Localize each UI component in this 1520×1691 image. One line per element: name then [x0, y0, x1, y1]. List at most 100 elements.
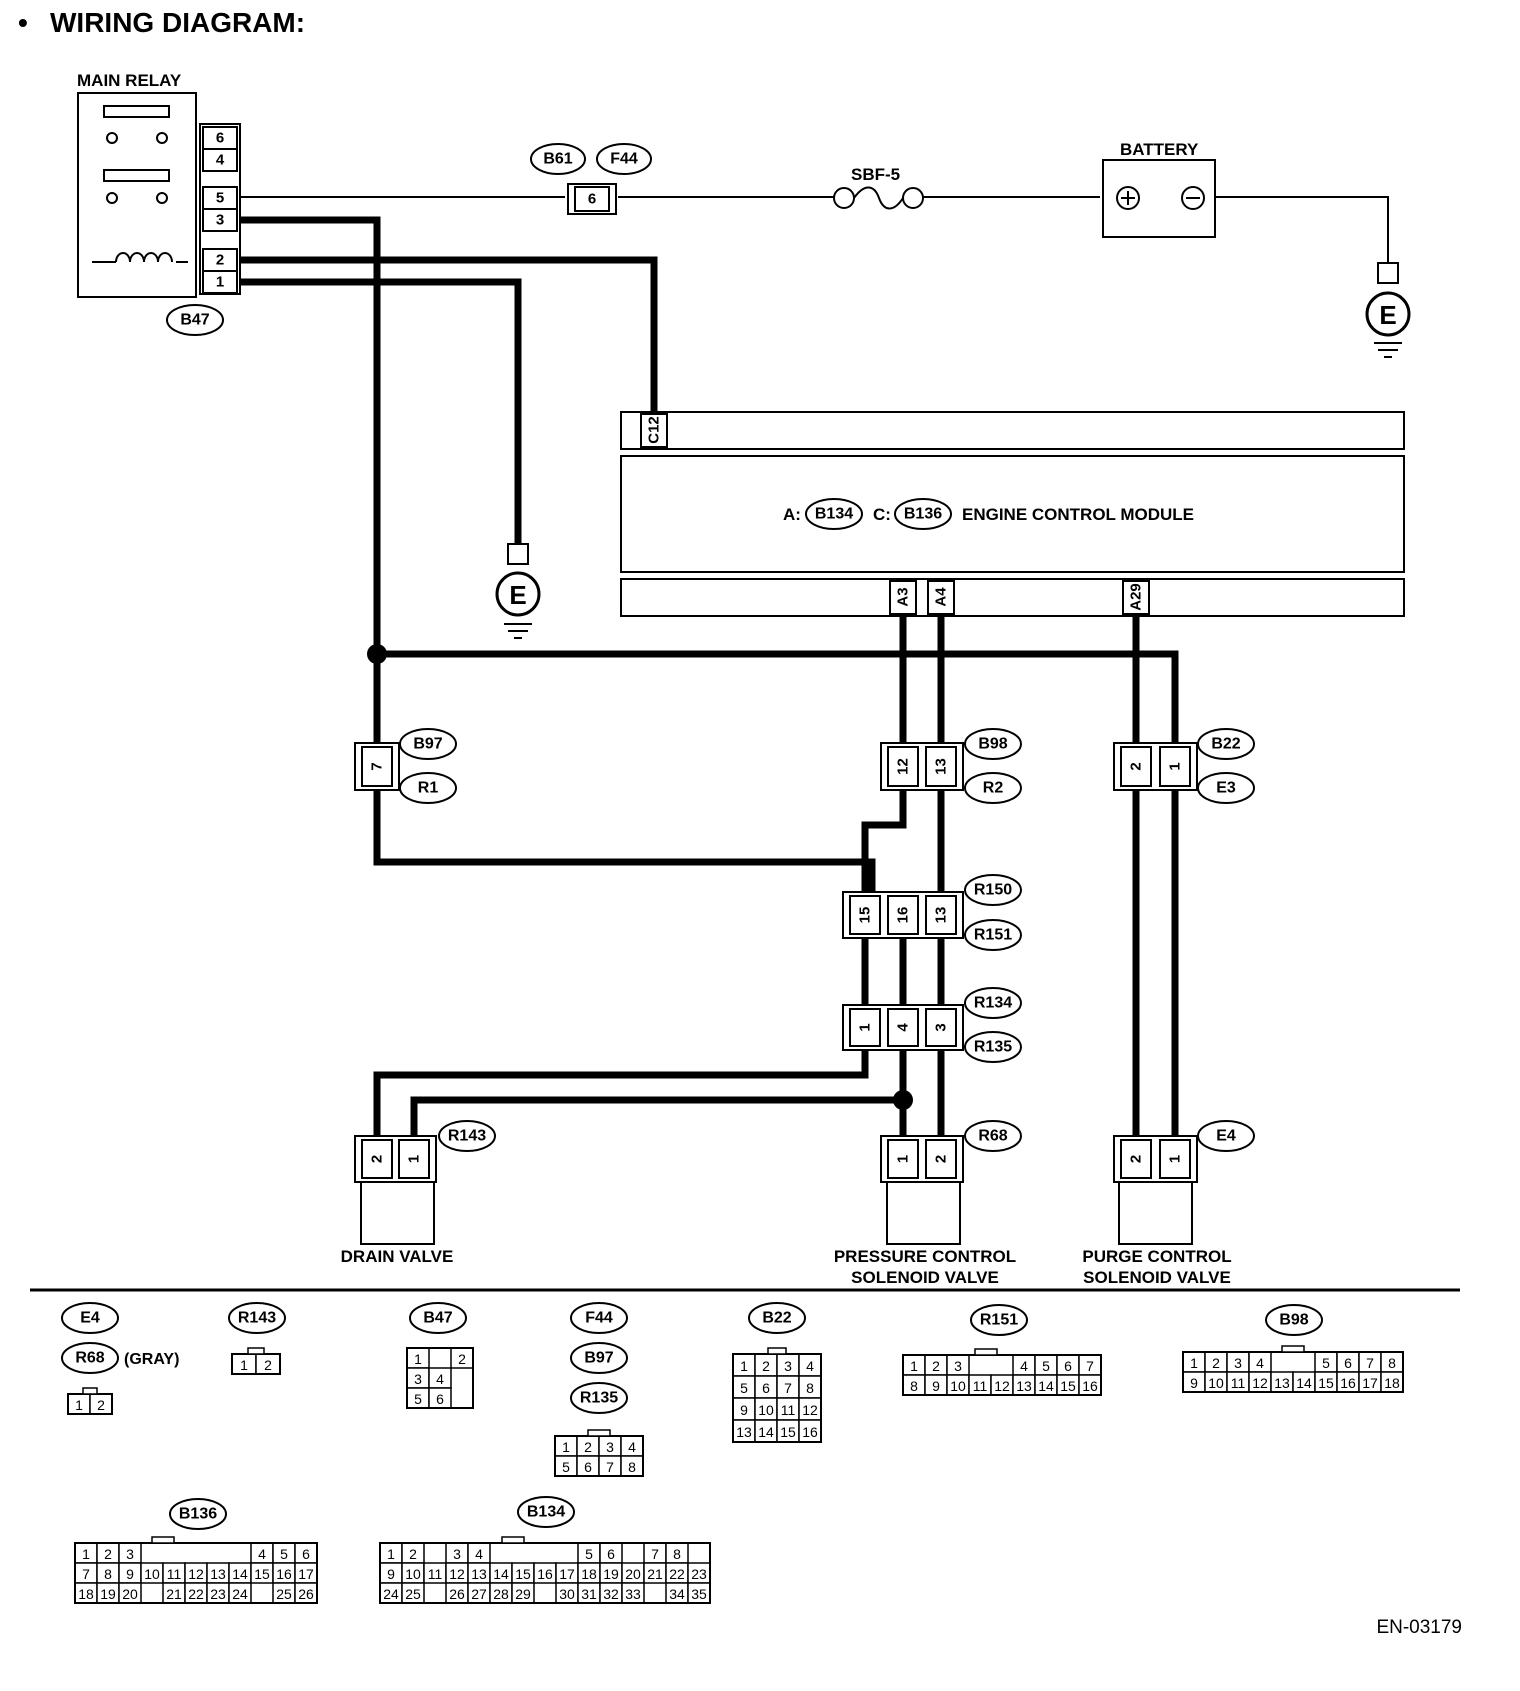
- connector-id: R150: [974, 882, 1012, 899]
- pin-number: 7: [784, 1380, 792, 1396]
- pin-number: 6: [1064, 1358, 1072, 1374]
- ecm-pin-label: A4: [933, 587, 950, 607]
- legend-connector-f44: F44: [570, 1302, 628, 1334]
- connector-id: B98: [978, 736, 1007, 753]
- pin-number: 2: [97, 1397, 105, 1413]
- pin-number: 13: [933, 907, 950, 924]
- pin-number: 1: [240, 1357, 248, 1373]
- pin-number: 6: [302, 1546, 310, 1562]
- pin-number: 7: [82, 1566, 90, 1582]
- purge-control-valve-label: SOLENOID VALVE: [1083, 1268, 1231, 1287]
- thick-wires: [240, 216, 1179, 1136]
- connector-id: R143: [448, 1128, 486, 1145]
- ecm-connector-c: B136: [894, 498, 952, 530]
- pin-number: 20: [122, 1586, 138, 1602]
- connector-r134: R134: [964, 987, 1022, 1019]
- pin-number: 24: [383, 1586, 399, 1602]
- relay-pin-number: 4: [216, 152, 225, 169]
- pin-number: 5: [280, 1546, 288, 1562]
- ecm-connector-a: B134: [805, 498, 863, 530]
- pin-number: 21: [166, 1586, 182, 1602]
- pin-number: 12: [802, 1402, 818, 1418]
- connector-b22: B22: [1197, 728, 1255, 760]
- connector-b97: B97: [399, 728, 457, 760]
- pin-number: 1: [1167, 762, 1184, 770]
- pin-number: 8: [806, 1380, 814, 1396]
- pin-number: 18: [581, 1566, 597, 1582]
- pin-number: 1: [387, 1546, 395, 1562]
- svg-text:B61: B61: [543, 151, 572, 168]
- pin-number: 4: [475, 1546, 483, 1562]
- pin-number: 1: [857, 1023, 874, 1031]
- legend-connector-b136: B136: [169, 1498, 227, 1530]
- svg-text:F44: F44: [610, 151, 638, 168]
- pin-number: 15: [780, 1424, 796, 1440]
- pin-number: 11: [167, 1566, 182, 1582]
- pin-number: 2: [369, 1155, 386, 1163]
- pin-number: 29: [515, 1586, 531, 1602]
- pin-number: 10: [405, 1566, 421, 1582]
- svg-text:E: E: [509, 580, 526, 610]
- pin-number: 1: [895, 1155, 912, 1163]
- connector-id: R68: [75, 1350, 104, 1367]
- pin-number: 16: [276, 1566, 292, 1582]
- connector-b98: B98: [964, 728, 1022, 760]
- pin-number: 5: [585, 1546, 593, 1562]
- pin-number: 15: [515, 1566, 531, 1582]
- pin-number: 11: [1231, 1375, 1246, 1391]
- pin-number: 15: [1318, 1375, 1334, 1391]
- pin-number: 6: [1344, 1355, 1352, 1371]
- pin-number: 9: [1190, 1375, 1198, 1391]
- ecm-pin-label: C12: [646, 416, 663, 444]
- main-relay-body: [77, 92, 197, 298]
- pin-number: 6: [584, 1459, 592, 1475]
- pin-number: 20: [625, 1566, 641, 1582]
- pin-number: 1: [562, 1439, 570, 1455]
- connector-f44: F44: [596, 143, 652, 175]
- connector-id: R68: [978, 1128, 1007, 1145]
- pin-number: 4: [628, 1439, 636, 1455]
- pin-number: 5: [562, 1459, 570, 1475]
- pin-number: 28: [493, 1586, 509, 1602]
- pin-number: 19: [100, 1586, 116, 1602]
- pin-number: 14: [758, 1424, 774, 1440]
- pin-number: 35: [691, 1586, 707, 1602]
- pin-number: 13: [210, 1566, 226, 1582]
- pin-number: 23: [691, 1566, 707, 1582]
- pin-number: 17: [1362, 1375, 1378, 1391]
- legend-connector-b98: B98: [1265, 1304, 1323, 1336]
- fuse-symbol: [833, 186, 924, 210]
- connector-e4: E4: [1197, 1120, 1255, 1152]
- connector-id: B22: [1211, 736, 1240, 753]
- diagram-title: WIRING DIAGRAM:: [50, 7, 305, 38]
- pin-number: 16: [1082, 1378, 1098, 1394]
- pin-number: 12: [895, 758, 912, 775]
- connector-id: B98: [1279, 1312, 1308, 1329]
- pin-number: 1: [910, 1358, 918, 1374]
- pin-number: 7: [1366, 1355, 1374, 1371]
- pin-number: 26: [298, 1586, 314, 1602]
- connector-r151: R151: [964, 919, 1022, 951]
- pin-number: 22: [669, 1566, 685, 1582]
- pin-number: 2: [584, 1439, 592, 1455]
- pin-number: 21: [647, 1566, 663, 1582]
- legend-connector-b47: B47: [409, 1302, 467, 1334]
- ecm-prefix-a: A:: [783, 505, 801, 524]
- connector-r68: R68: [964, 1120, 1022, 1152]
- pin-number: 13: [471, 1566, 487, 1582]
- pin-number: 11: [428, 1566, 443, 1582]
- battery-label: BATTERY: [1120, 140, 1199, 159]
- pin-number: 1: [406, 1155, 423, 1163]
- pin-number: 5: [1322, 1355, 1330, 1371]
- pin-number: 33: [625, 1586, 641, 1602]
- pin-number: 3: [606, 1439, 614, 1455]
- pin-number: 5: [414, 1391, 422, 1407]
